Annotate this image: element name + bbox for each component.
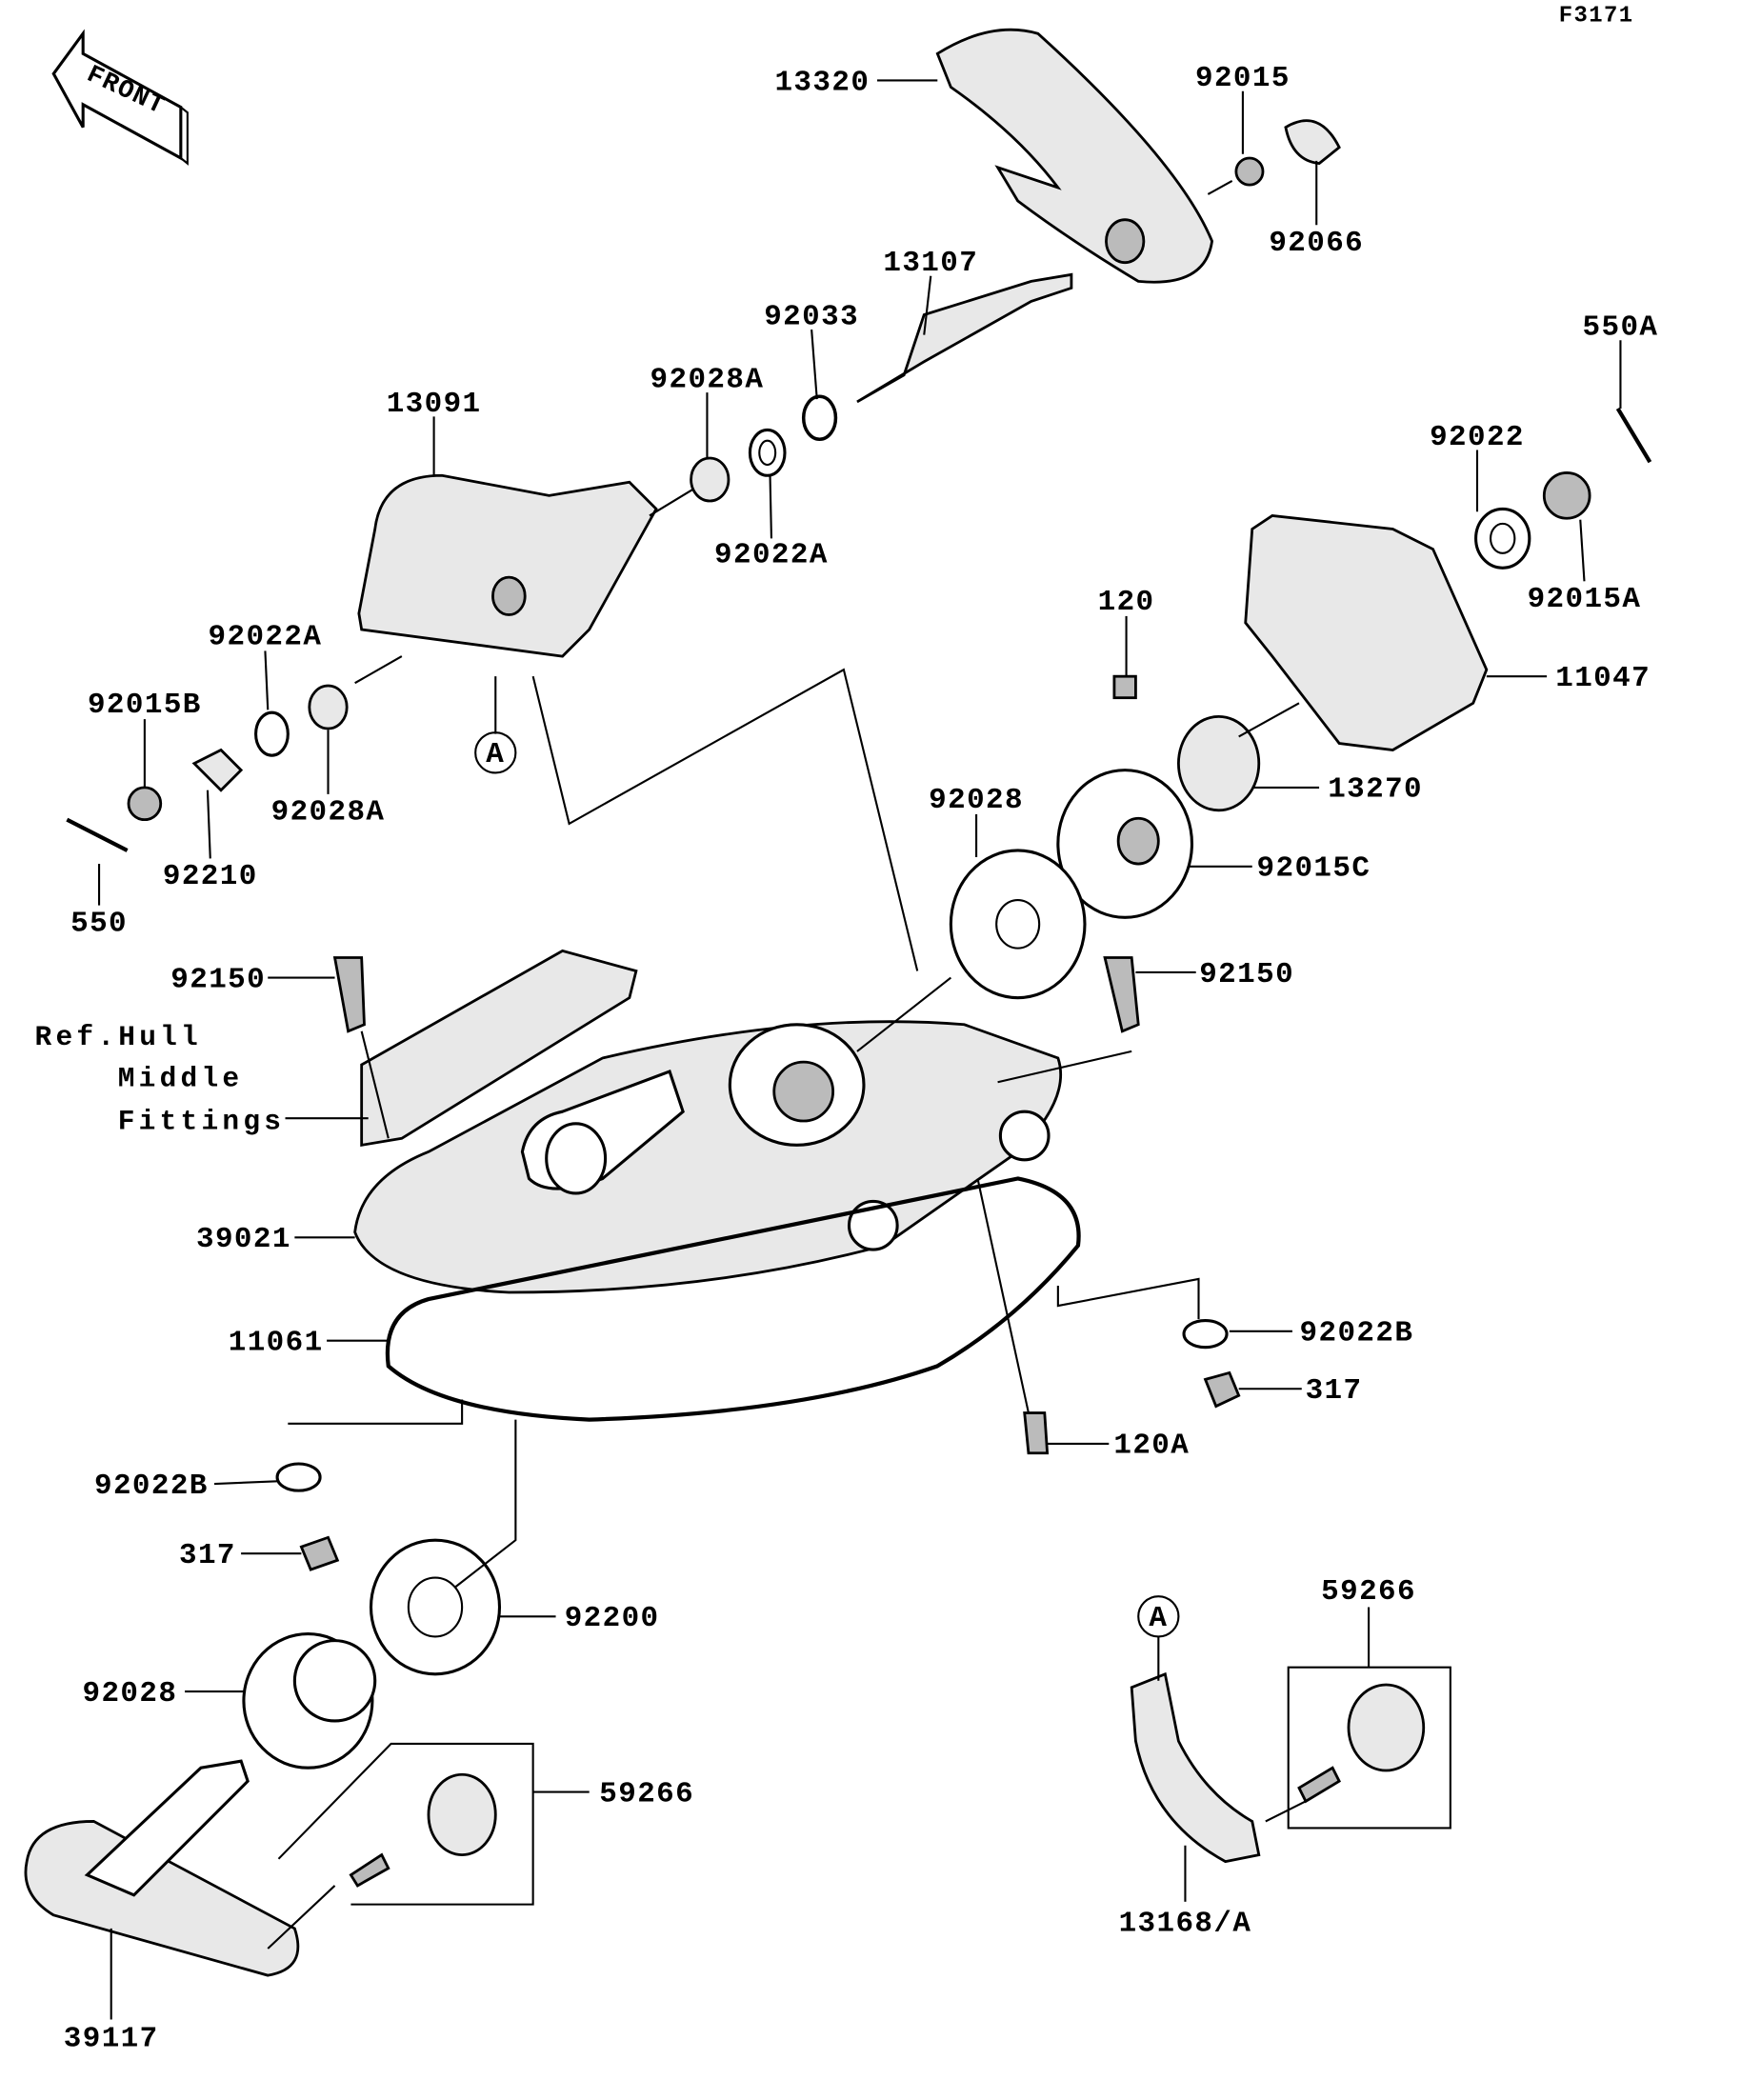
part-13091-housing [357, 473, 658, 658]
label-11061: 11061 [229, 1326, 324, 1359]
label-92028-lower: 92028 [82, 1677, 177, 1710]
label-92200: 92200 [565, 1602, 660, 1635]
part-92210-fitting [191, 748, 244, 792]
label-callout-a: A [486, 738, 505, 771]
label-120a: 120A [1113, 1430, 1190, 1463]
part-92022b-washer-left [275, 1462, 322, 1492]
part-92022a-washer-left [254, 710, 290, 757]
label-92015: 92015 [1195, 62, 1291, 95]
label-92022b-left: 92022B [94, 1470, 209, 1503]
part-11061-gasket [385, 1176, 1081, 1422]
label-92150-left: 92150 [170, 963, 266, 996]
part-39117-arm [24, 1759, 300, 1977]
part-labels: 13320 92015 92066 13107 92033 550A 92028… [64, 62, 1659, 2056]
label-92015b: 92015B [88, 689, 202, 722]
reference-note: Ref.Hull Middle Fittings [35, 1021, 285, 1138]
label-59266-right: 59266 [1321, 1575, 1416, 1609]
label-120: 120 [1098, 586, 1155, 619]
label-317-left: 317 [179, 1539, 236, 1572]
part-92200-washer [369, 1538, 502, 1676]
label-317-right: 317 [1306, 1374, 1363, 1408]
part-59266-ball-joint-left [349, 1772, 497, 1888]
part-317-nut-right [1203, 1370, 1241, 1409]
ref-note-line1: Ref.Hull [35, 1021, 202, 1053]
label-550a: 550A [1583, 311, 1659, 345]
label-13320: 13320 [774, 66, 870, 99]
label-92033: 92033 [764, 300, 859, 333]
part-13320-handle [935, 28, 1214, 284]
label-92028a: 92028A [650, 363, 765, 396]
part-92015a-castle-nut [1542, 471, 1591, 520]
part-92015-nut [1234, 156, 1265, 187]
part-550a-cotter-pin [1615, 407, 1652, 464]
label-39117: 39117 [64, 2023, 159, 2056]
label-550: 550 [70, 907, 128, 940]
ref-note-line2: Middle [118, 1062, 244, 1094]
label-11047: 11047 [1555, 662, 1651, 695]
part-39021-base [353, 1020, 1063, 1294]
part-92066-cap [1284, 119, 1341, 166]
part-13270-plate [1177, 714, 1261, 812]
part-92150-bolt-right [1103, 956, 1140, 1033]
label-92066: 92066 [1269, 227, 1364, 260]
label-92015a: 92015A [1528, 583, 1642, 616]
label-92022a: 92022A [714, 539, 829, 572]
diagram-code: F3171 [1559, 4, 1634, 30]
label-92150-right: 92150 [1199, 958, 1294, 991]
part-13107-shaft [856, 272, 1073, 404]
part-92022b-washer-right [1182, 1318, 1229, 1350]
part-92015b-castle-nut [127, 786, 163, 822]
label-92028: 92028 [929, 784, 1024, 817]
part-92028-bushing [949, 849, 1087, 1000]
label-13168a: 13168/A [1119, 1908, 1252, 1941]
label-13091: 13091 [387, 388, 482, 421]
label-92022: 92022 [1430, 421, 1525, 454]
part-92028-bushing-lower [242, 1632, 377, 1770]
label-92022a-left: 92022A [209, 620, 323, 653]
label-39021: 39021 [196, 1223, 291, 1256]
part-120a-screw [1023, 1411, 1050, 1455]
part-317-nut-left [299, 1535, 340, 1571]
label-59266-left: 59266 [599, 1777, 694, 1810]
part-92028a-bushing-left [308, 684, 349, 730]
label-92028a-left: 92028A [271, 796, 386, 830]
part-92033-clip [801, 394, 838, 442]
leader-lines [98, 79, 1622, 2020]
part-ref-hull-bracket [360, 949, 638, 1147]
part-13168a-lever [1130, 1671, 1261, 1864]
part-92028a-bushing [690, 456, 730, 503]
front-arrow-logo: FRONT [51, 29, 189, 166]
part-120-screw [1112, 674, 1137, 700]
label-13107: 13107 [883, 247, 978, 280]
callout-a-circle-2 [1137, 1595, 1180, 1638]
callout-a-circle [474, 731, 517, 774]
part-92022-washer [1474, 507, 1531, 570]
ref-note-line3: Fittings [118, 1105, 285, 1137]
label-callout-a-2: A [1149, 1602, 1168, 1635]
part-11047-bracket [1244, 513, 1489, 751]
part-59266-ball-joint-right [1297, 1683, 1426, 1804]
part-92022a-washer [748, 428, 787, 477]
label-13270: 13270 [1328, 773, 1423, 807]
label-92210: 92210 [163, 860, 258, 893]
label-92015c: 92015C [1257, 852, 1371, 886]
part-92015c-cap [1056, 769, 1194, 919]
label-92022b-right: 92022B [1300, 1317, 1414, 1350]
part-92150-bolt-left [332, 956, 366, 1033]
